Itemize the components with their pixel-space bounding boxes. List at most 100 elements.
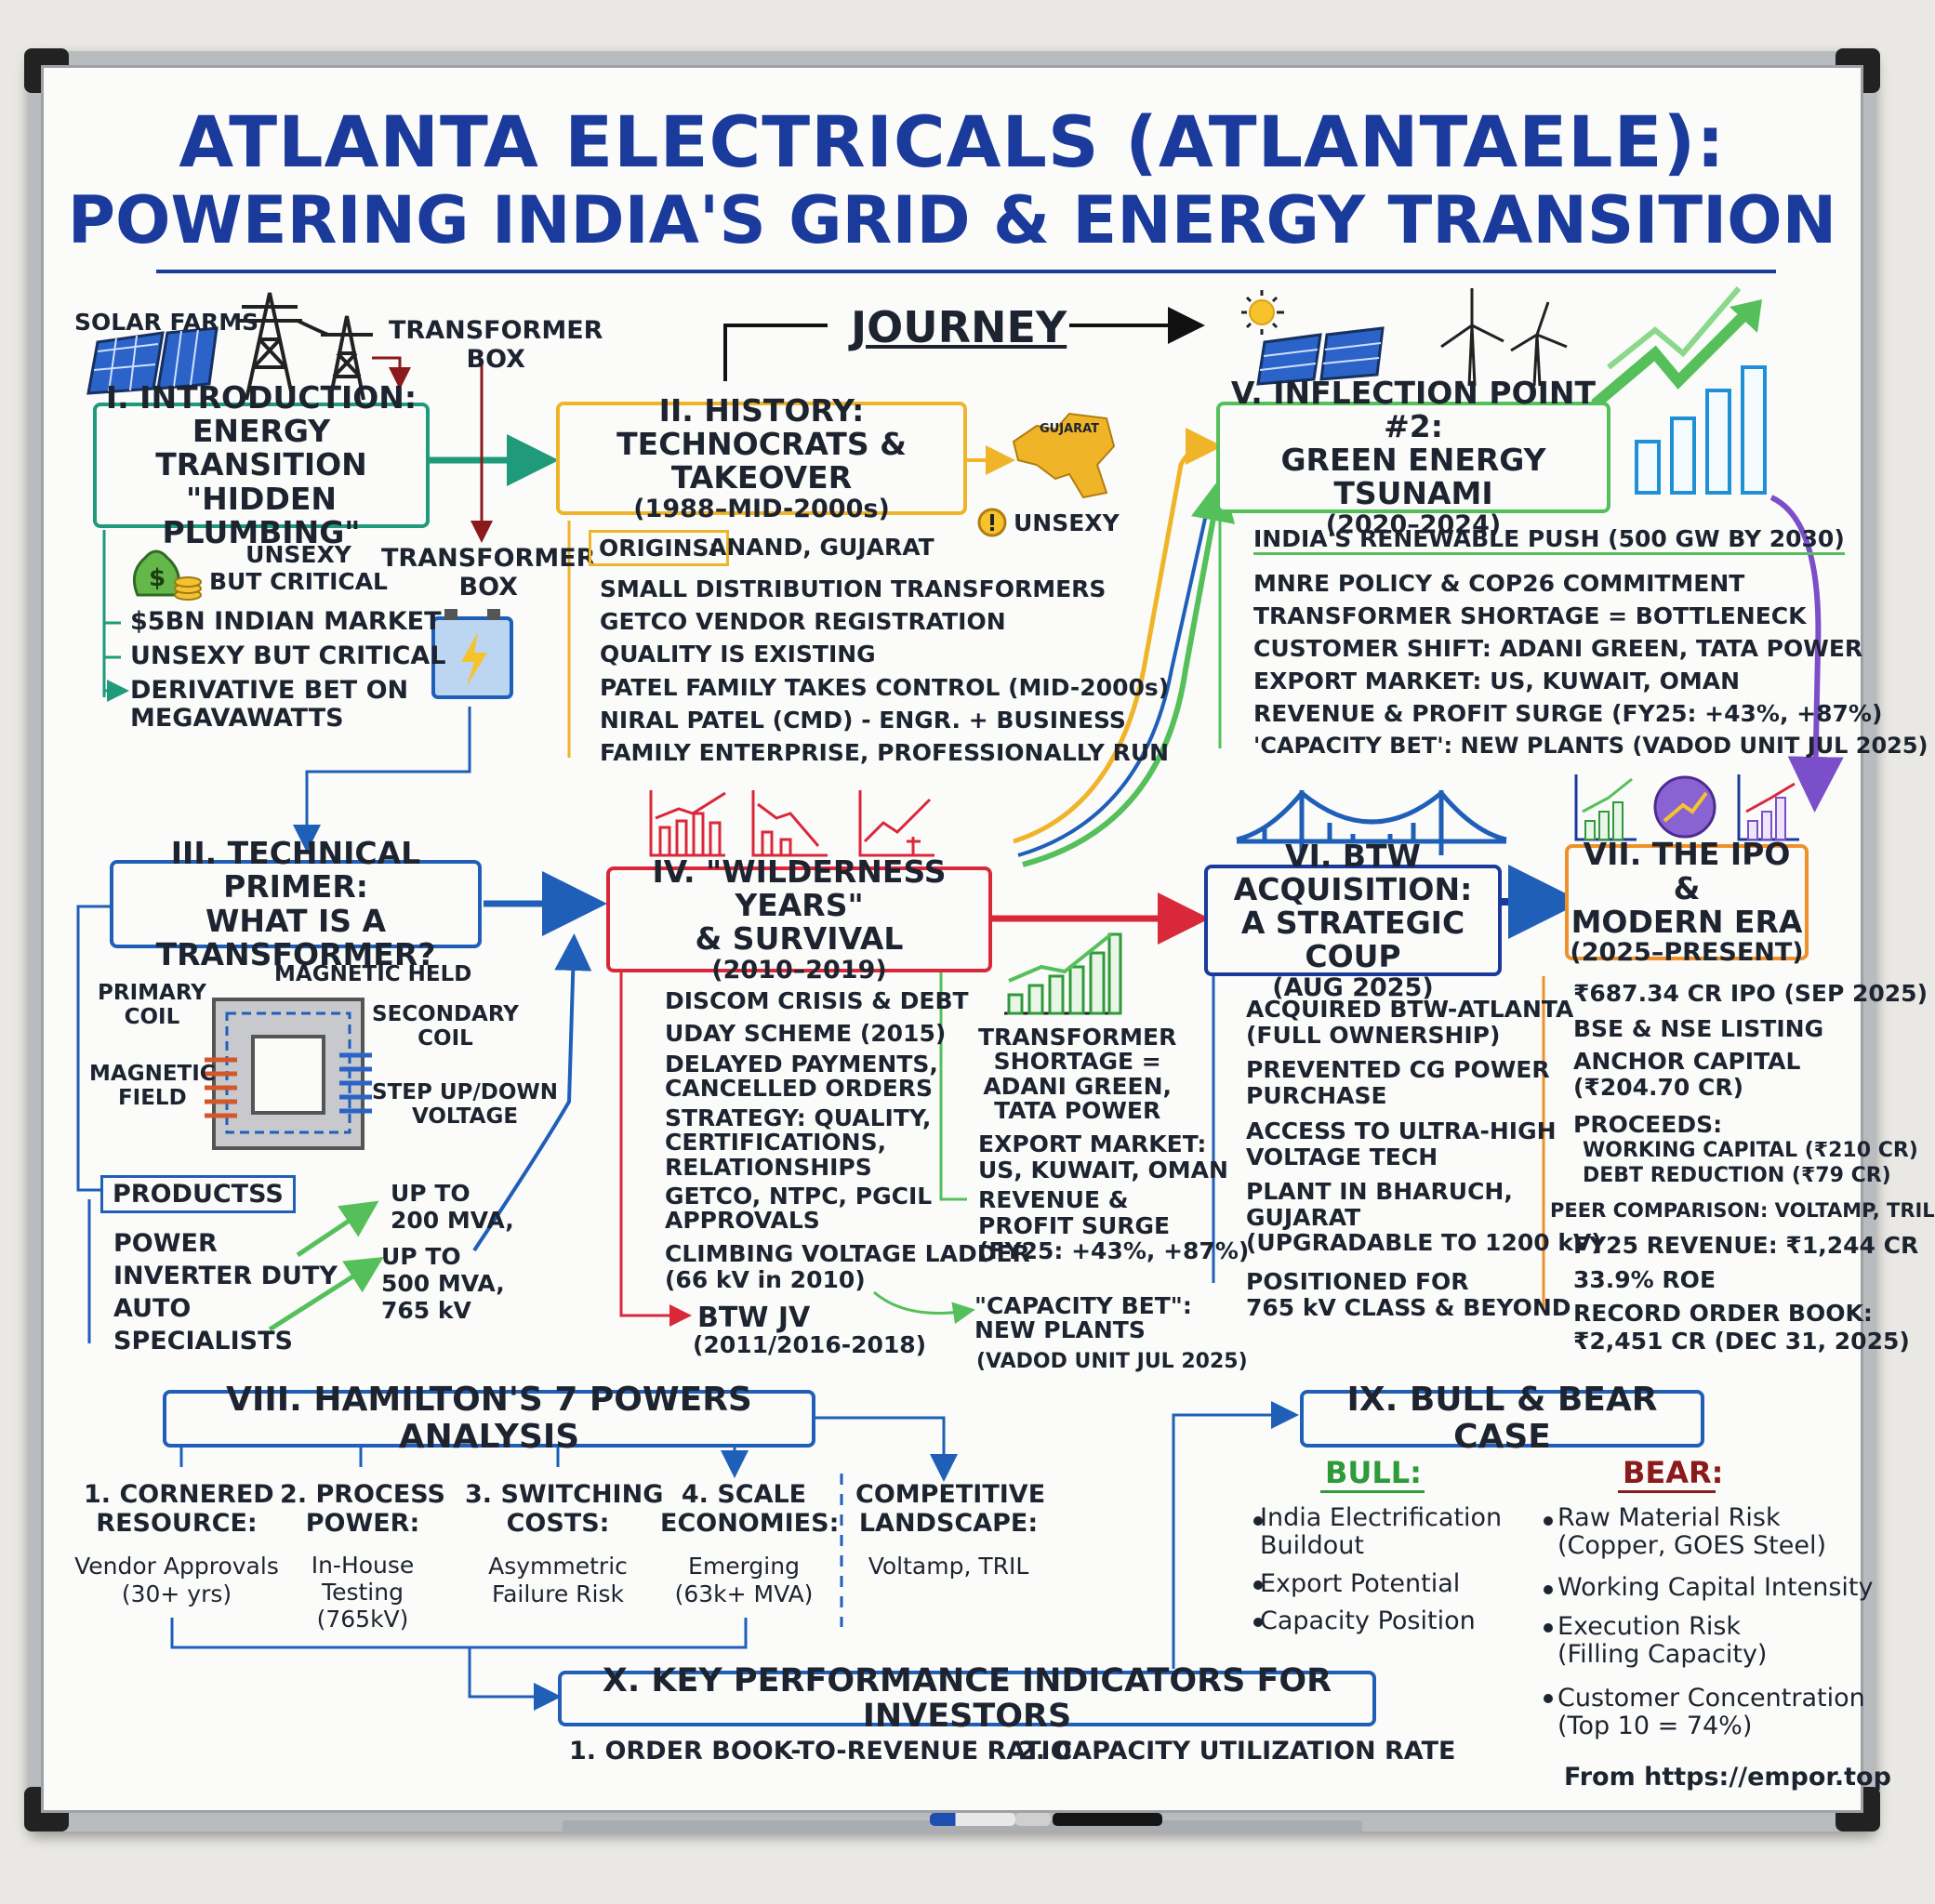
- btw-title-line: VI. BTW ACQUISITION:: [1233, 837, 1473, 907]
- marker-tray: [563, 1820, 1362, 1833]
- bull-label: BULL:: [1325, 1455, 1422, 1490]
- solar-panel-icon: [86, 326, 219, 395]
- magnetic-held-label: MAGNETIC HELD: [274, 962, 472, 986]
- inflection-item: EXPORT MARKET: US, KUWAIT, OMAN: [1253, 668, 1741, 694]
- ipo-item: BSE & NSE LISTING: [1573, 1015, 1824, 1042]
- transformer-core-diagram: [205, 998, 372, 1150]
- wilderness-item: DELAYED PAYMENTS, CANCELLED ORDERS: [665, 1051, 938, 1103]
- title-underline: [156, 270, 1776, 273]
- history-item: QUALITY IS EXISTING: [600, 641, 876, 668]
- btw-item: PLANT IN BHARUCH, GUJARAT (UPGRADABLE TO…: [1246, 1178, 1602, 1256]
- wilderness-side-item: REVENUE & PROFIT SURGE (FY25: +43%, +87%…: [978, 1186, 1250, 1264]
- growth-chart-icon: [1004, 932, 1122, 1015]
- step-voltage-label: STEP UP/DOWN VOLTAGE: [372, 1080, 559, 1130]
- btw-item: POSITIONED FOR 765 kV CLASS & BEYOND: [1246, 1268, 1571, 1321]
- bullbear-card[interactable]: IX. BULL & BEAR CASE: [1300, 1382, 1704, 1455]
- kpi-card[interactable]: X. KEY PERFORMANCE INDICATORS FOR INVEST…: [558, 1662, 1376, 1734]
- bull-item: Capacity Position: [1260, 1606, 1476, 1635]
- inflection-item: CUSTOMER SHIFT: ADANI GREEN, TATA POWER: [1253, 635, 1863, 662]
- intro-card[interactable]: I. INTRODUCTION: ENERGY TRANSITION "HIDD…: [93, 380, 430, 549]
- growth-chart-icon: [1591, 286, 1767, 495]
- inflection-card[interactable]: V. INFLECTION POINT #2: GREEN ENERGY TSU…: [1216, 376, 1610, 538]
- hamilton-title: VIII. HAMILTON'S 7 POWERS ANALYSIS: [226, 1381, 752, 1456]
- history-item: PATEL FAMILY TAKES CONTROL (MID-2000s): [600, 674, 1170, 701]
- unsexy-critical-label: UNSEXY BUT CRITICAL: [209, 541, 388, 595]
- source-link[interactable]: From https://empor.top: [1564, 1763, 1891, 1792]
- history-item: GETCO VENDOR REGISTRATION: [600, 608, 1006, 635]
- ipo-proceeds-item: WORKING CAPITAL (₹210 CR): [1583, 1139, 1918, 1162]
- btw-title-line: (AUG 2025): [1272, 972, 1434, 1002]
- wilderness-card[interactable]: IV. "WILDERNESS YEARS" & SURVIVAL (2010–…: [606, 854, 992, 984]
- kpi-item: 2. CAPACITY UTILIZATION RATE: [1018, 1737, 1456, 1765]
- money-bag-icon: $: [132, 549, 202, 601]
- ipo-title-line: VII. THE IPO &: [1583, 836, 1791, 906]
- history-item: NIRAL PATEL (CMD) - ENGR. + BUSINESS: [600, 707, 1126, 734]
- sun-solar-icon: [1241, 290, 1385, 386]
- power-name: 4. SCALE ECONOMIES:: [660, 1480, 840, 1539]
- secondary-coil-label: SECONDARY COIL: [372, 1002, 519, 1051]
- power-detail: Emerging (63k+ MVA): [674, 1553, 814, 1607]
- ipo-item: FY25 REVENUE: ₹1,244 CR: [1573, 1232, 1919, 1259]
- kpi-item: 1. ORDER BOOK-TO-REVENUE RATIO: [569, 1737, 1072, 1765]
- inflection-item: MNRE POLICY & COP26 COMMITMENT: [1253, 570, 1745, 597]
- ipo-item: RECORD ORDER BOOK: ₹2,451 CR (DEC 31, 20…: [1573, 1300, 1910, 1355]
- intro-title-line: ENERGY TRANSITION: [155, 413, 367, 483]
- btw-title-line: A STRATEGIC COUP: [1240, 905, 1465, 975]
- capacity-200-label: UP TO 200 MVA,: [391, 1180, 514, 1234]
- finance-icons: [1574, 774, 1799, 841]
- btw-jv-label: BTW JV: [697, 1302, 811, 1334]
- ipo-item: 33.9% ROE: [1573, 1266, 1716, 1293]
- inflection-item: TRANSFORMER SHORTAGE = BOTTLENECK: [1253, 602, 1807, 629]
- product-item: INVERTER DUTY: [113, 1262, 338, 1290]
- wilderness-side-item: EXPORT MARKET: US, KUWAIT, OMAN: [978, 1130, 1228, 1183]
- svg-text:$: $: [149, 564, 166, 592]
- kpi-title: X. KEY PERFORMANCE INDICATORS FOR INVEST…: [602, 1661, 1332, 1735]
- origins-tag: ORIGINS:: [589, 530, 729, 566]
- product-item: POWER: [113, 1229, 218, 1258]
- bear-underline: [1618, 1490, 1716, 1493]
- btw-card[interactable]: VI. BTW ACQUISITION: A STRATEGIC COUP (A…: [1204, 839, 1502, 1001]
- history-title-line: (1988–MID-2000s): [633, 494, 890, 523]
- primary-coil-label: PRIMARY COIL: [98, 981, 206, 1030]
- history-card[interactable]: II. HISTORY: TECHNOCRATS & TAKEOVER (198…: [556, 393, 967, 522]
- ipo-proceeds-item: DEBT REDUCTION (₹79 CR): [1583, 1164, 1891, 1187]
- ipo-item: PROCEEDS:: [1573, 1111, 1723, 1138]
- primer-title-line: III. TECHNICAL PRIMER:: [170, 834, 421, 906]
- power-detail: In-House Testing (765kV): [311, 1552, 415, 1633]
- bullet-dots: [1253, 1516, 1553, 1703]
- intro-title-line: "HIDDEN PLUMBING": [162, 480, 361, 550]
- intro-item: DERIVATIVE BET ON: [130, 676, 409, 705]
- product-item: SPECIALISTS: [113, 1327, 293, 1355]
- transmission-tower-icon: [237, 292, 373, 401]
- inflection-title-line: V. INFLECTION POINT #2:: [1230, 374, 1597, 444]
- primer-card[interactable]: III. TECHNICAL PRIMER: WHAT IS A TRANSFO…: [110, 836, 482, 971]
- chart-trend-icons: [649, 790, 934, 857]
- capacity-bet-label: "CAPACITY BET": NEW PLANTS: [974, 1292, 1192, 1344]
- intro-item: UNSEXY BUT CRITICAL: [130, 641, 446, 670]
- capacity-500-label: UP TO 500 MVA, 765 kV: [381, 1243, 505, 1324]
- peer-comparison: PEER COMPARISON: VOLTAMP, TRIL: [1550, 1199, 1935, 1222]
- transformer-box-icon: [431, 609, 513, 699]
- ipo-item: ANCHOR CAPITAL (₹204.70 CR): [1573, 1048, 1801, 1101]
- journey-label: JOURNEY: [851, 302, 1067, 352]
- btw-item: ACQUIRED BTW-ATLANTA (FULL OWNERSHIP): [1246, 996, 1574, 1049]
- inflection-item: 'CAPACITY BET': NEW PLANTS (VADOD UNIT J…: [1253, 733, 1928, 759]
- blue-marker[interactable]: [930, 1813, 1015, 1826]
- inflection-title-line: (2020–2024): [1325, 509, 1502, 539]
- ipo-card[interactable]: VII. THE IPO & MODERN ERA (2025–PRESENT): [1565, 838, 1809, 966]
- product-item: AUTO: [113, 1294, 192, 1323]
- wilderness-side-item: TRANSFORMER SHORTAGE = ADANI GREEN, TATA…: [978, 1024, 1177, 1124]
- solar-farms-label: SOLAR FARMS: [74, 309, 259, 336]
- inflection-title-line: GREEN ENERGY TSUNAMI: [1280, 442, 1546, 512]
- inflection-item: INDIA'S RENEWABLE PUSH (500 GW BY 2030): [1253, 525, 1845, 555]
- hamilton-card[interactable]: VIII. HAMILTON'S 7 POWERS ANALYSIS: [163, 1382, 815, 1455]
- ipo-title-line: (2025–PRESENT): [1570, 938, 1804, 968]
- bull-underline: [1320, 1490, 1425, 1493]
- eraser[interactable]: [1053, 1813, 1162, 1826]
- competitive-name: COMPETITIVE LANDSCAPE:: [855, 1480, 1046, 1539]
- competitive-detail: Voltamp, TRIL: [868, 1553, 1029, 1580]
- title-line-2: POWERING INDIA'S GRID & ENERGY TRANSITIO…: [67, 182, 1837, 258]
- wilderness-item: DISCOM CRISIS & DEBT: [665, 987, 969, 1014]
- ipo-item: ₹687.34 CR IPO (SEP 2025): [1573, 980, 1928, 1007]
- transformer-box-label: TRANSFORMER BOX: [389, 316, 603, 375]
